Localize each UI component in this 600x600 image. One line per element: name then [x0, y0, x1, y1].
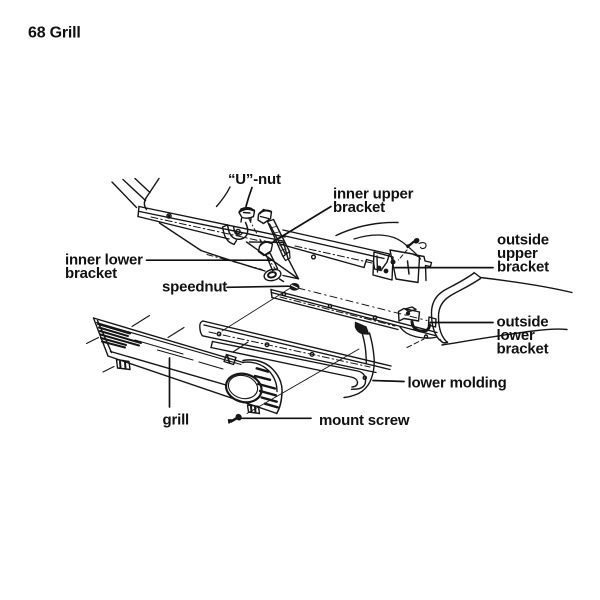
svg-text:“U”-nut: “U”-nut: [228, 171, 281, 188]
svg-text:inner upper: inner upper: [333, 186, 414, 203]
svg-text:grill: grill: [163, 412, 190, 429]
svg-text:68 Grill: 68 Grill: [28, 25, 81, 42]
svg-text:outside: outside: [497, 232, 549, 249]
svg-text:bracket: bracket: [65, 265, 117, 282]
svg-text:upper: upper: [497, 245, 538, 262]
svg-text:mount screw: mount screw: [319, 412, 410, 429]
svg-text:lower molding: lower molding: [408, 375, 507, 392]
svg-text:bracket: bracket: [497, 341, 549, 358]
svg-text:bracket: bracket: [333, 199, 385, 216]
svg-text:speednut: speednut: [162, 279, 227, 296]
svg-text:inner lower: inner lower: [65, 252, 143, 269]
svg-text:outside: outside: [497, 314, 549, 331]
svg-text:lower: lower: [497, 327, 536, 344]
svg-text:bracket: bracket: [497, 259, 549, 276]
